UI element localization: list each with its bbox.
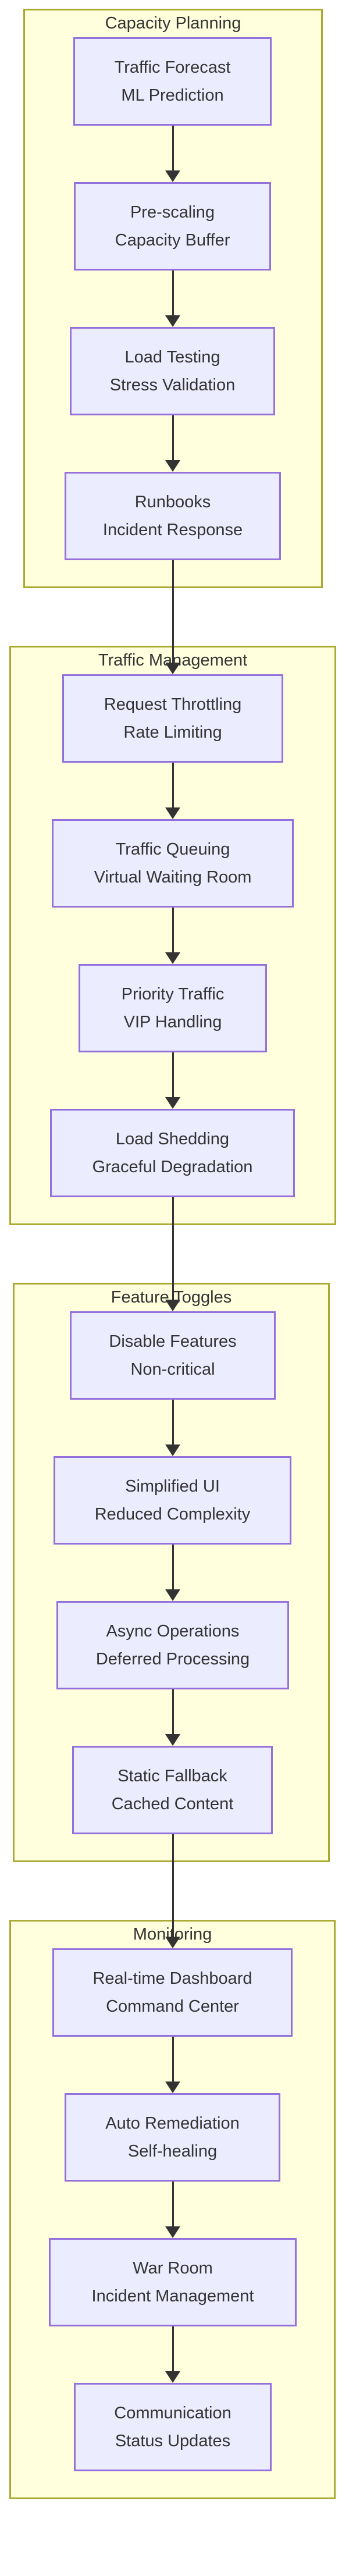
arrow-shaft bbox=[172, 1834, 174, 1939]
node-label-line: Priority Traffic bbox=[121, 985, 225, 1004]
arrow-shaft bbox=[172, 908, 174, 955]
node-load-testing: Load Testing Stress Validation bbox=[70, 327, 275, 415]
node-request-throttling: Request Throttling Rate Limiting bbox=[62, 674, 283, 763]
arrowhead-icon bbox=[165, 952, 180, 964]
node-label-line: Status Updates bbox=[115, 2432, 231, 2450]
node-label-line: Incident Management bbox=[91, 2287, 254, 2305]
node-auto-remediation: Auto Remediation Self-healing bbox=[65, 2093, 280, 2182]
arrow-shaft bbox=[172, 1197, 174, 1302]
arrow-shaft bbox=[172, 1545, 174, 1592]
node-label-line: Disable Features bbox=[109, 1332, 237, 1351]
arrowhead-icon bbox=[165, 315, 180, 327]
arrowhead-icon bbox=[165, 1734, 180, 1746]
node-label-line: VIP Handling bbox=[123, 1013, 222, 1031]
node-pre-scaling: Pre-scaling Capacity Buffer bbox=[74, 182, 271, 271]
node-traffic-queuing: Traffic Queuing Virtual Waiting Room bbox=[52, 819, 294, 908]
subgraph-title: Capacity Planning bbox=[105, 14, 241, 33]
node-label-line: Async Operations bbox=[106, 1622, 240, 1641]
arrow-async-operations-to-static-fallback bbox=[165, 1689, 180, 1746]
arrow-war-room-to-communication bbox=[165, 2326, 180, 2383]
arrowhead-icon bbox=[165, 1937, 180, 1948]
node-label-line: Command Center bbox=[106, 1997, 239, 2016]
node-load-shedding: Load Shedding Graceful Degradation bbox=[50, 1109, 295, 1197]
arrow-load-shedding-to-disable-features bbox=[165, 1197, 180, 1311]
arrow-traffic-queuing-to-priority-traffic bbox=[165, 908, 180, 964]
node-label-line: Incident Response bbox=[102, 521, 243, 539]
arrowhead-icon bbox=[165, 1300, 180, 1311]
arrow-shaft bbox=[172, 271, 174, 318]
node-simplified-ui: Simplified UI Reduced Complexity bbox=[54, 1456, 291, 1545]
node-label-line: Graceful Degradation bbox=[92, 1158, 253, 1176]
node-label-line: Static Fallback bbox=[117, 1767, 227, 1785]
arrow-shaft bbox=[172, 763, 174, 810]
node-label-line: Cached Content bbox=[111, 1795, 234, 1813]
arrow-runbooks-to-request-throttling bbox=[165, 560, 180, 674]
arrow-shaft bbox=[172, 1052, 174, 1100]
arrow-load-testing-to-runbooks bbox=[165, 415, 180, 472]
arrowhead-icon bbox=[165, 2371, 180, 2383]
arrow-auto-remediation-to-war-room bbox=[165, 2182, 180, 2238]
node-disable-features: Disable Features Non-critical bbox=[70, 1311, 276, 1400]
arrowhead-icon bbox=[165, 663, 180, 674]
node-label-line: Reduced Complexity bbox=[94, 1505, 251, 1524]
arrow-shaft bbox=[172, 2037, 174, 2084]
node-async-operations: Async Operations Deferred Processing bbox=[56, 1601, 289, 1689]
node-label-line: Request Throttling bbox=[104, 695, 242, 714]
arrowhead-icon bbox=[165, 2082, 180, 2093]
arrow-shaft bbox=[172, 1689, 174, 1737]
node-label-line: Stress Validation bbox=[109, 376, 236, 394]
node-label-line: War Room bbox=[133, 2259, 213, 2278]
arrow-shaft bbox=[172, 560, 174, 665]
node-label-line: Traffic Forecast bbox=[114, 58, 231, 77]
arrowhead-icon bbox=[165, 807, 180, 819]
node-label-line: Pre-scaling bbox=[130, 203, 215, 222]
node-label-line: Virtual Waiting Room bbox=[94, 868, 252, 887]
node-label-line: Real-time Dashboard bbox=[92, 1969, 252, 1988]
node-label-line: ML Prediction bbox=[121, 86, 224, 105]
arrow-static-fallback-to-realtime-dashboard bbox=[165, 1834, 180, 1948]
node-label-line: Load Shedding bbox=[115, 1130, 230, 1148]
arrow-traffic-forecast-to-pre-scaling bbox=[165, 126, 180, 182]
node-label-line: Auto Remediation bbox=[105, 2114, 240, 2133]
arrowhead-icon bbox=[165, 1589, 180, 1601]
node-realtime-dashboard: Real-time Dashboard Command Center bbox=[52, 1948, 293, 2037]
node-label-line: Traffic Queuing bbox=[115, 840, 230, 859]
arrow-shaft bbox=[172, 2326, 174, 2374]
node-label-line: Load Testing bbox=[124, 348, 220, 367]
node-label-line: Simplified UI bbox=[125, 1477, 220, 1496]
node-label-line: Deferred Processing bbox=[95, 1650, 250, 1668]
arrow-pre-scaling-to-load-testing bbox=[165, 271, 180, 327]
arrow-shaft bbox=[172, 415, 174, 462]
node-communication: Communication Status Updates bbox=[74, 2383, 272, 2471]
arrow-shaft bbox=[172, 1400, 174, 1447]
arrow-disable-features-to-simplified-ui bbox=[165, 1400, 180, 1456]
arrowhead-icon bbox=[165, 1444, 180, 1456]
node-priority-traffic: Priority Traffic VIP Handling bbox=[79, 964, 267, 1052]
node-runbooks: Runbooks Incident Response bbox=[65, 472, 281, 560]
node-label-line: Runbooks bbox=[134, 493, 211, 511]
arrowhead-icon bbox=[165, 2226, 180, 2238]
arrow-simplified-ui-to-async-operations bbox=[165, 1545, 180, 1601]
node-label-line: Non-critical bbox=[130, 1360, 215, 1379]
arrow-realtime-dashboard-to-auto-remediation bbox=[165, 2037, 180, 2093]
arrow-shaft bbox=[172, 2182, 174, 2229]
arrowhead-icon bbox=[165, 170, 180, 182]
arrowhead-icon bbox=[165, 460, 180, 472]
arrowhead-icon bbox=[165, 1097, 180, 1109]
node-label-line: Self-healing bbox=[127, 2142, 218, 2161]
node-traffic-forecast: Traffic Forecast ML Prediction bbox=[73, 37, 272, 126]
node-label-line: Rate Limiting bbox=[123, 723, 222, 742]
arrow-priority-traffic-to-load-shedding bbox=[165, 1052, 180, 1109]
node-label-line: Communication bbox=[114, 2404, 232, 2422]
arrow-shaft bbox=[172, 126, 174, 173]
node-static-fallback: Static Fallback Cached Content bbox=[72, 1746, 273, 1834]
node-war-room: War Room Incident Management bbox=[49, 2238, 297, 2326]
arrow-request-throttling-to-traffic-queuing bbox=[165, 763, 180, 819]
node-label-line: Capacity Buffer bbox=[115, 231, 230, 250]
